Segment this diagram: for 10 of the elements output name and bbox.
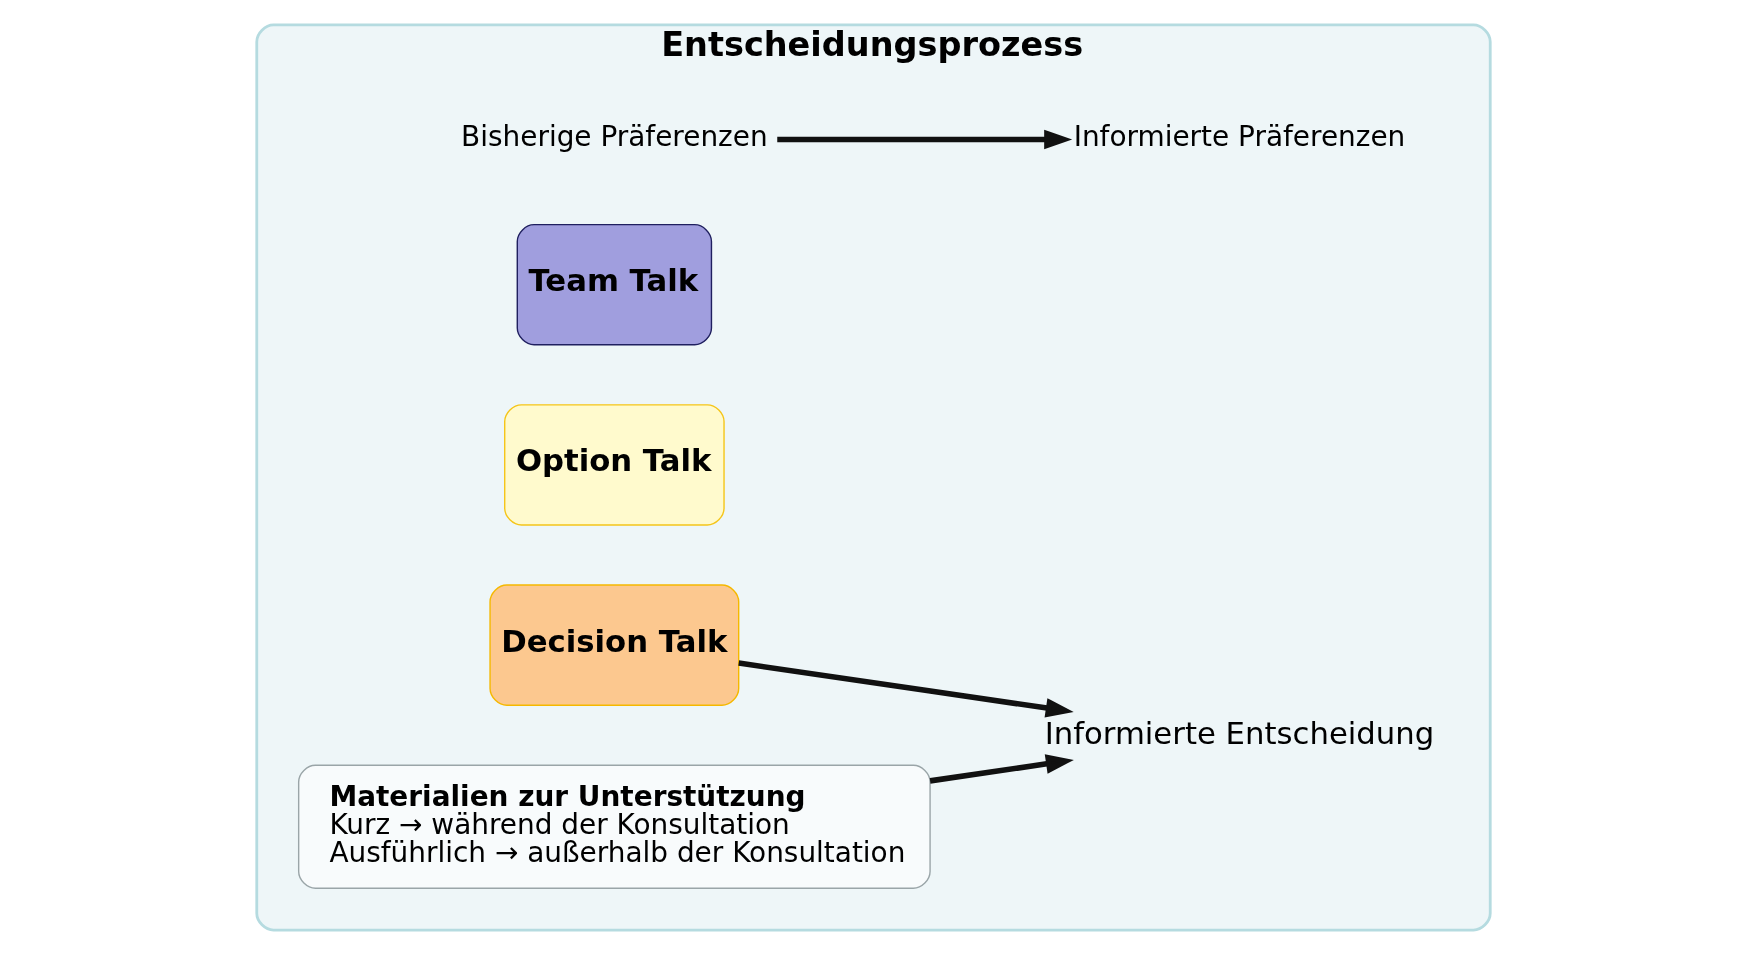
node-box: Option Talk (503, 404, 725, 526)
node-box: Team Talk (516, 223, 712, 346)
node-box: Materialien zur Unterstützung Kurz → während der Konsultation Ausführlich → außerhalb der Konsultation (297, 764, 931, 889)
arrow (737, 660, 1074, 718)
node-box: Decision Talk (488, 584, 739, 706)
node-text: Bisherige Präferenzen (460, 120, 768, 154)
node-text: Informierte Entscheidung (1044, 714, 1434, 751)
node-text: Informierte Präferenzen (1073, 120, 1405, 154)
arrow (929, 754, 1074, 784)
arrow (776, 129, 1072, 150)
